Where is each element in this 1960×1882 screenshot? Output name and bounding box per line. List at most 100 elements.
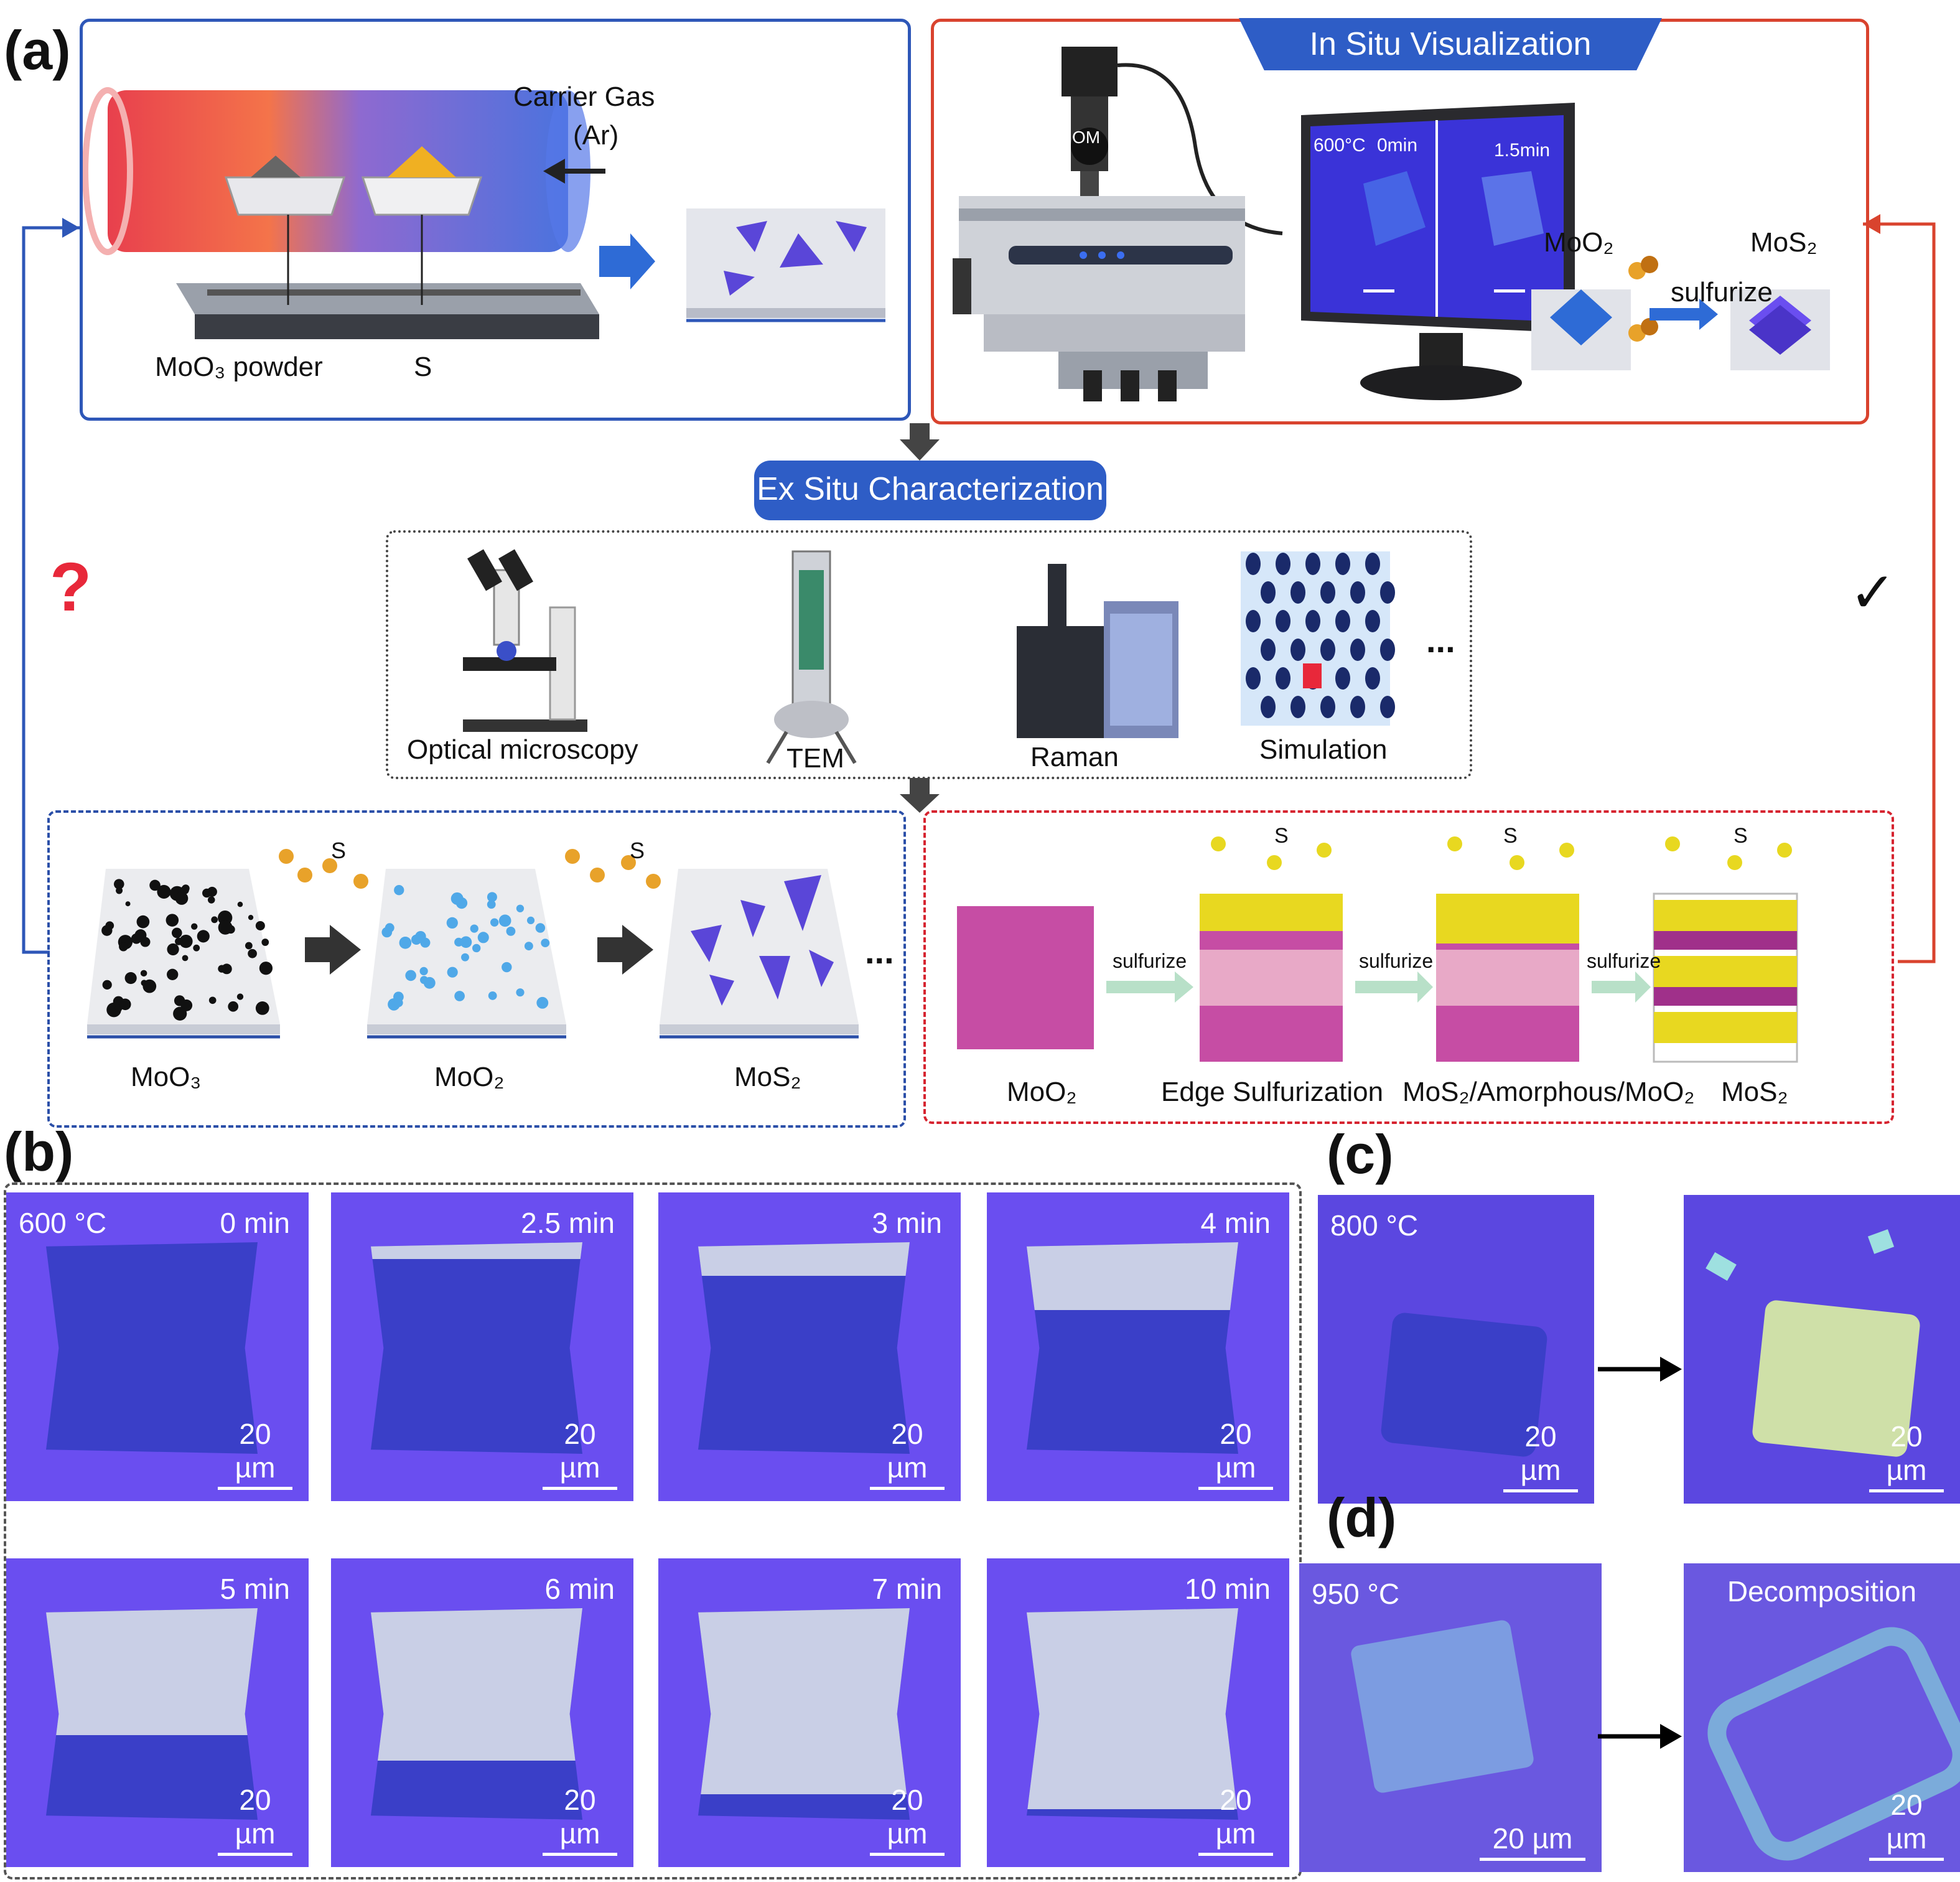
- particle: [502, 962, 512, 973]
- panel-c-small-crystal: [1867, 1229, 1895, 1254]
- lattice-atom: [1246, 553, 1261, 575]
- particle: [255, 920, 265, 930]
- left-sulfur-label-1: S: [331, 838, 347, 863]
- lattice-atom: [1320, 581, 1335, 604]
- particle: [447, 967, 458, 978]
- particle: [535, 923, 546, 933]
- particle: [113, 879, 124, 889]
- right-step-edge-sulfurization: Edge Sulfurization: [1161, 1077, 1384, 1107]
- particle: [124, 971, 137, 985]
- particle: [119, 998, 131, 1011]
- lattice-atom: [1276, 553, 1290, 575]
- particle: [167, 943, 179, 956]
- left-pathway-ellipsis: ...: [865, 932, 894, 971]
- panel-b-scale-bar: 20 µm: [543, 1417, 617, 1490]
- particle: [116, 887, 123, 894]
- right-step-mos2: MoS₂: [1721, 1077, 1788, 1107]
- particle: [405, 970, 416, 981]
- left-sulfur-label-2: S: [630, 838, 645, 863]
- carrier-gas-label: Carrier Gas: [513, 82, 655, 112]
- scale-label: 20 µm: [1886, 1789, 1927, 1855]
- particle: [125, 901, 131, 907]
- particle: [524, 942, 533, 951]
- panel-b-scale-bar: 20 µm: [870, 1783, 945, 1856]
- ex-situ-title-pill: [754, 461, 1106, 520]
- panel-d-flake: [1350, 1619, 1535, 1794]
- instrument-label-tem: TEM: [786, 743, 844, 774]
- scale-label: 20 µm: [1492, 1822, 1573, 1855]
- in-situ-visualization-box: In Situ Visualization: [931, 18, 1869, 424]
- particle: [134, 929, 147, 942]
- conventional-pathway-box: S S ... MoO₃ MoO₂ MoS₂: [47, 810, 906, 1128]
- particle: [261, 939, 269, 946]
- particle: [454, 991, 465, 1001]
- sulfur-source-label: S: [414, 352, 432, 382]
- particle: [460, 936, 472, 948]
- particle: [218, 920, 233, 935]
- particle: [487, 900, 496, 909]
- panel-b-flake: [698, 1242, 910, 1454]
- panel-b-mos2-coverage: [46, 1608, 258, 1735]
- particle: [454, 937, 464, 947]
- panel-b-flake: [371, 1242, 582, 1454]
- cvd-furnace-illustration: [83, 87, 885, 339]
- particle: [101, 925, 113, 936]
- in-situ-title-banner: [1239, 18, 1662, 70]
- particle: [136, 915, 150, 929]
- particle: [237, 901, 243, 907]
- particle: [149, 879, 161, 891]
- lattice-atom: [1335, 610, 1350, 632]
- panel-b-flake: [46, 1242, 258, 1454]
- right-sulfur-label-3: S: [1734, 824, 1748, 848]
- panel-b-mos2-coverage: [1027, 1242, 1238, 1310]
- scale-label: 20 µm: [559, 1418, 600, 1484]
- scale-label: 20 µm: [887, 1418, 928, 1484]
- particle: [526, 916, 535, 924]
- scale-label: 20 µm: [559, 1784, 600, 1850]
- panel-b-scale-bar: 20 µm: [543, 1783, 617, 1856]
- particle: [536, 996, 549, 1009]
- particle: [236, 993, 244, 1000]
- panel-b-frame: [4, 1182, 1302, 1880]
- lattice-atom: [1365, 667, 1380, 690]
- conventional-pathway-illustration: [87, 849, 859, 1039]
- panel-d-before-scale-bar: 20 µm: [1480, 1822, 1585, 1861]
- particle: [197, 930, 210, 943]
- ex-situ-title: Ex Situ Characterization: [757, 471, 1104, 507]
- panel-b-label: (b): [4, 1121, 74, 1182]
- lattice-atom: [1276, 610, 1290, 632]
- left-step-moo2: MoO₂: [434, 1062, 505, 1092]
- particle: [202, 888, 212, 898]
- particle: [399, 937, 412, 949]
- scale-label: 20 µm: [1215, 1784, 1256, 1850]
- insitu-mos2-label: MoS₂: [1750, 227, 1818, 258]
- panel-b-scale-bar: 20 µm: [1198, 1783, 1273, 1856]
- lattice-atom: [1290, 581, 1305, 604]
- particle: [191, 923, 198, 930]
- monitor-right-time: 1.5min: [1494, 140, 1551, 161]
- particle: [167, 968, 179, 980]
- in-situ-title: In Situ Visualization: [1309, 26, 1592, 62]
- right-sulfur-label-1: S: [1274, 824, 1289, 848]
- lattice-atom: [1335, 667, 1350, 690]
- question-mark: ?: [50, 549, 92, 625]
- particle: [506, 926, 516, 936]
- particle: [381, 927, 393, 938]
- particle: [259, 962, 273, 975]
- panel-b-mos2-coverage: [371, 1242, 582, 1260]
- particle: [488, 991, 497, 1000]
- particle: [255, 1001, 269, 1015]
- lattice-atom: [1380, 581, 1395, 604]
- monitor-left-time: 0min: [1377, 135, 1418, 156]
- lattice-atom: [1290, 639, 1305, 661]
- lattice-atom: [1350, 696, 1365, 718]
- particle: [541, 939, 550, 948]
- particle: [461, 953, 469, 962]
- sulfurize-arrow-label-1: sulfurize: [1113, 950, 1187, 972]
- particle: [193, 944, 200, 952]
